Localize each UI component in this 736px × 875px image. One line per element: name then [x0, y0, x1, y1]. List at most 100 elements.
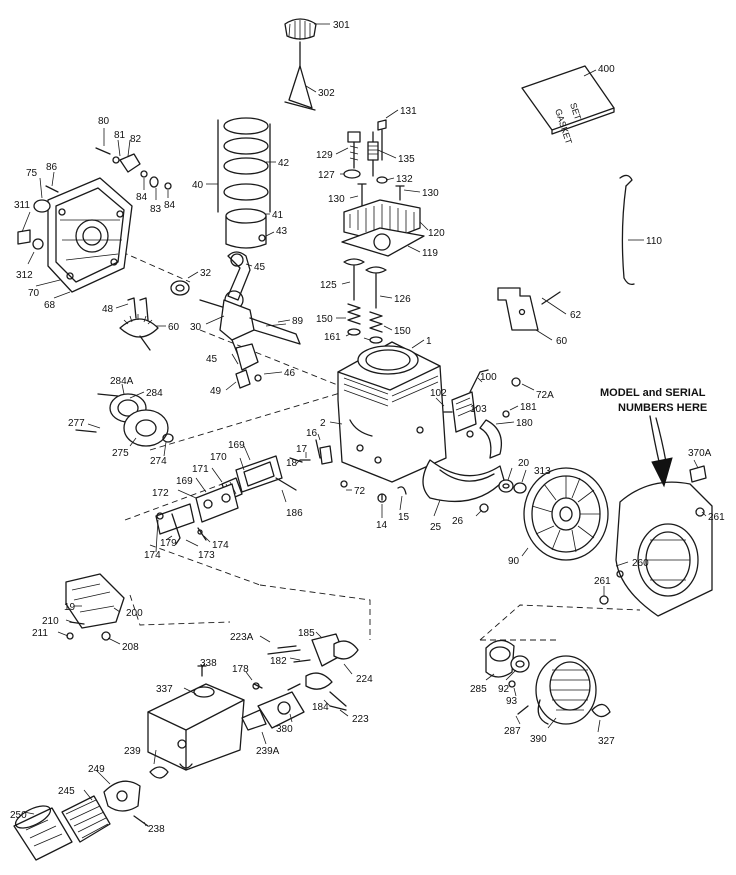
label-285: 285	[470, 684, 487, 695]
label-370A: 370A	[688, 448, 712, 459]
drive-pulley	[75, 393, 174, 447]
label-131: 131	[400, 106, 417, 117]
label-132: 132	[396, 174, 413, 185]
oil-fill-cap	[284, 18, 317, 111]
tank-bracket	[65, 573, 125, 641]
label-174-a: 174	[144, 550, 161, 561]
label-60-b: 60	[168, 322, 180, 333]
label-19: 19	[64, 602, 76, 613]
label-75: 75	[26, 168, 38, 179]
connecting-rod	[224, 251, 251, 310]
valve-parts	[341, 119, 425, 344]
carburetor-parts	[155, 455, 303, 545]
label-62: 62	[570, 310, 582, 321]
label-200: 200	[126, 608, 143, 619]
label-223: 223	[352, 714, 369, 725]
label-130-b: 130	[422, 188, 439, 199]
label-327: 327	[598, 736, 615, 747]
label-83: 83	[150, 204, 162, 215]
governor-parts	[95, 147, 172, 190]
flywheel	[523, 467, 609, 561]
label-210: 210	[42, 616, 59, 627]
label-126: 126	[394, 294, 411, 305]
label-284A: 284A	[110, 376, 134, 387]
label-20: 20	[518, 458, 530, 469]
label-48: 48	[102, 304, 114, 315]
label-400: 400	[598, 64, 615, 75]
label-72A: 72A	[536, 390, 554, 401]
label-170: 170	[210, 452, 227, 463]
callout-line-2: NUMBERS HERE	[618, 402, 707, 414]
label-32: 32	[200, 268, 212, 279]
label-84-a: 84	[136, 192, 148, 203]
label-277: 277	[68, 418, 85, 429]
label-184: 184	[312, 702, 329, 713]
label-261-b: 261	[594, 576, 611, 587]
label-30: 30	[190, 322, 202, 333]
label-186: 186	[286, 508, 303, 519]
label-338: 338	[200, 658, 217, 669]
label-150-b: 150	[394, 326, 411, 337]
label-261-a: 261	[708, 512, 725, 523]
label-211: 211	[32, 628, 48, 639]
label-40: 40	[192, 180, 204, 191]
misc-bolts	[253, 645, 347, 711]
label-150-a: 150	[316, 314, 333, 325]
label-169-a: 169	[228, 440, 245, 451]
label-250: 250	[10, 810, 27, 821]
label-100: 100	[480, 372, 497, 383]
label-274: 274	[150, 456, 167, 467]
label-15: 15	[398, 512, 410, 523]
label-181: 181	[520, 402, 537, 413]
label-80: 80	[98, 116, 110, 127]
gasket-set-box: GASKET SET	[521, 65, 615, 146]
label-185: 185	[298, 628, 315, 639]
small-hardware-left	[235, 369, 262, 389]
label-81: 81	[114, 130, 126, 141]
label-120: 120	[428, 228, 445, 239]
label-93: 93	[506, 696, 518, 707]
block-hardware	[299, 439, 407, 503]
label-284: 284	[146, 388, 163, 399]
label-60-a: 60	[556, 336, 568, 347]
label-179: 179	[160, 538, 177, 549]
part-number-labels: 301 302 400 131 129 135 127 132 130 130 …	[10, 20, 725, 835]
label-2: 2	[320, 418, 326, 429]
label-208: 208	[122, 642, 139, 653]
label-72: 72	[354, 486, 366, 497]
label-239: 239	[124, 746, 141, 757]
label-26: 26	[452, 516, 464, 527]
label-45-a: 45	[254, 262, 266, 273]
label-127: 127	[318, 170, 335, 181]
label-239A: 239A	[256, 746, 280, 757]
label-18: 18	[286, 458, 298, 469]
label-14: 14	[376, 520, 388, 531]
label-135: 135	[398, 154, 415, 165]
recoil-starter	[485, 639, 611, 725]
label-68: 68	[44, 300, 56, 311]
label-92: 92	[498, 684, 510, 695]
label-17: 17	[296, 444, 308, 455]
label-223A: 223A	[230, 632, 254, 643]
label-301: 301	[333, 20, 350, 31]
flywheel-washers	[498, 479, 527, 494]
label-161: 161	[324, 332, 341, 343]
piston-assembly	[217, 117, 271, 249]
label-84-b: 84	[164, 200, 176, 211]
label-172: 172	[152, 488, 169, 499]
crankcase-cover	[17, 177, 133, 293]
bracket	[497, 287, 561, 331]
label-302: 302	[318, 88, 335, 99]
assembly-dash-lines	[121, 251, 641, 641]
air-guide	[422, 459, 505, 513]
callout-line-1: MODEL and SERIAL	[600, 387, 706, 399]
exhaust-manifold	[252, 633, 359, 729]
crankshaft	[199, 299, 301, 371]
label-245: 245	[58, 786, 75, 797]
label-41: 41	[272, 210, 284, 221]
label-90: 90	[508, 556, 520, 567]
label-249: 249	[88, 764, 105, 775]
label-110: 110	[646, 236, 662, 247]
label-169-b: 169	[176, 476, 193, 487]
